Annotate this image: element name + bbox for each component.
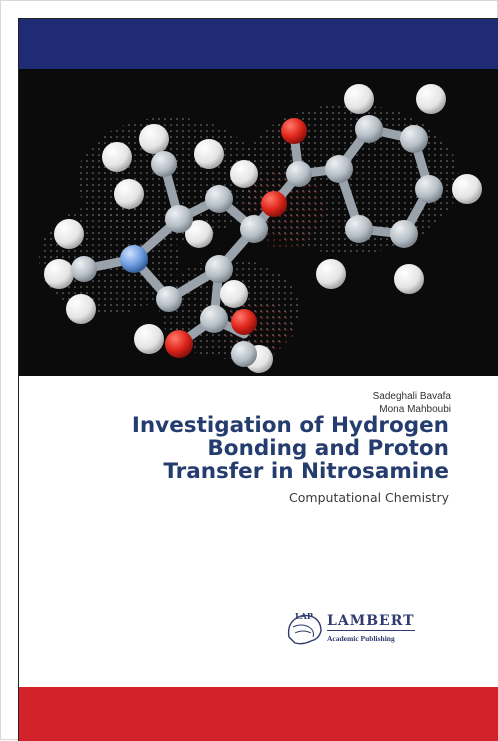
author-name: Mona Mahboubi [379, 404, 451, 415]
title-line: Bonding and Proton [207, 436, 449, 461]
lap-mark-text: LAP [295, 611, 313, 621]
lap-emblem-icon: LAP [287, 611, 322, 645]
title-line: Investigation of Hydrogen [131, 413, 449, 438]
molecule-illustration [19, 69, 498, 376]
publisher-name: LAMBERT [327, 613, 415, 631]
author-list: Sadeghali Bavafa Mona Mahboubi [373, 390, 451, 416]
cover-top-band [19, 19, 498, 69]
publisher-tagline: Academic Publishing [327, 634, 395, 643]
molecule-svg [39, 84, 482, 373]
book-subtitle: Computational Chemistry [289, 490, 449, 505]
publisher-logo: LAP LAMBERT Academic Publishing [283, 607, 459, 651]
author-name: Sadeghali Bavafa [372, 391, 451, 402]
atoms [44, 84, 482, 373]
book-title: Investigation of Hydrogen Bonding and Pr… [69, 414, 449, 483]
book-cover: Sadeghali Bavafa Mona Mahboubi Investiga… [18, 18, 498, 741]
cover-bottom-band [19, 687, 498, 741]
title-line: Transfer in Nitrosamine [163, 459, 449, 484]
